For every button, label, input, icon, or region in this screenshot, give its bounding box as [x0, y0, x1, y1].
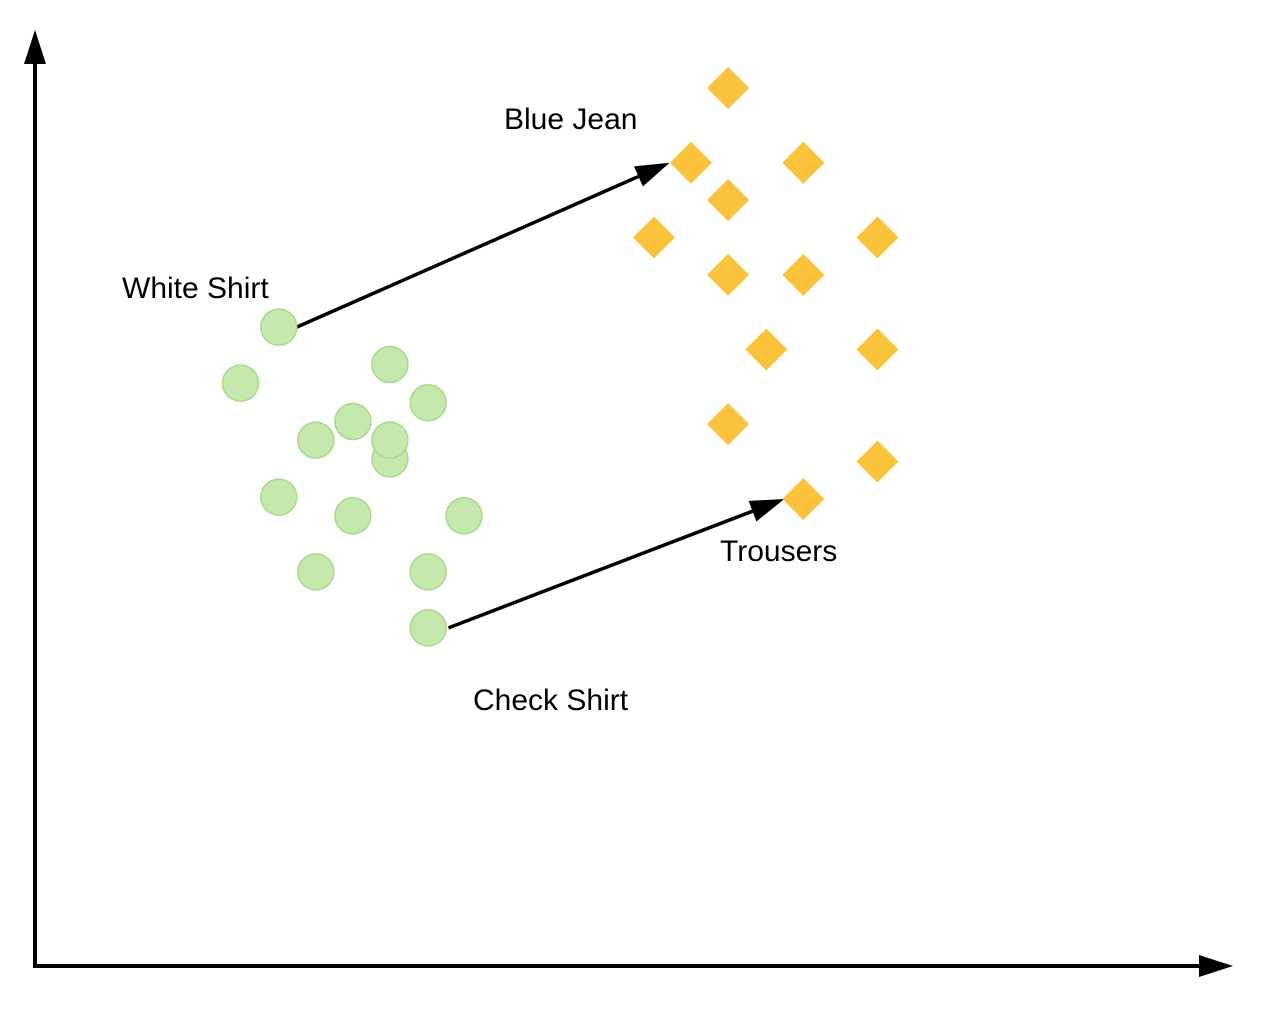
- shirts-point: [221, 364, 260, 402]
- trousers-point: [782, 253, 825, 296]
- x-axis-arrowhead-icon: [1199, 955, 1233, 977]
- shirts-point: [334, 497, 372, 535]
- trousers-point: [633, 216, 676, 259]
- shirts-point: [260, 308, 298, 346]
- arrow-white-shirt-to-blue-jean: [295, 174, 640, 329]
- arrowhead-icon: [748, 499, 785, 522]
- trousers-point: [745, 328, 788, 371]
- shirts-point: [260, 478, 298, 516]
- label-check-shirt: Check Shirt: [473, 684, 629, 717]
- trousers-point: [782, 478, 825, 520]
- trousers-point: [856, 440, 899, 483]
- trousers-point: [707, 403, 750, 446]
- shirts-point: [297, 421, 335, 459]
- arrow-check-shirt-to-trousers: [447, 509, 754, 630]
- trousers-point: [782, 141, 825, 184]
- label-blue-jean: Blue Jean: [504, 103, 637, 136]
- trousers-point: [707, 253, 750, 296]
- y-axis-arrowhead-icon: [24, 30, 46, 64]
- label-white-shirt: White Shirt: [122, 272, 269, 305]
- trousers-point: [670, 141, 713, 184]
- shirts-point: [409, 553, 447, 591]
- trousers-point: [856, 216, 899, 259]
- shirts-point: [371, 421, 409, 459]
- shirts-point: [409, 609, 447, 647]
- shirts-point: [371, 345, 409, 384]
- label-trousers: Trousers: [720, 535, 837, 568]
- shirts-point: [334, 402, 372, 441]
- trousers-point: [856, 328, 899, 371]
- trousers-point: [707, 179, 750, 222]
- shirts-point: [409, 384, 447, 422]
- trousers-point: [707, 67, 750, 110]
- shirts-point: [297, 553, 335, 591]
- shirts-point: [445, 497, 483, 535]
- arrowhead-icon: [633, 162, 670, 187]
